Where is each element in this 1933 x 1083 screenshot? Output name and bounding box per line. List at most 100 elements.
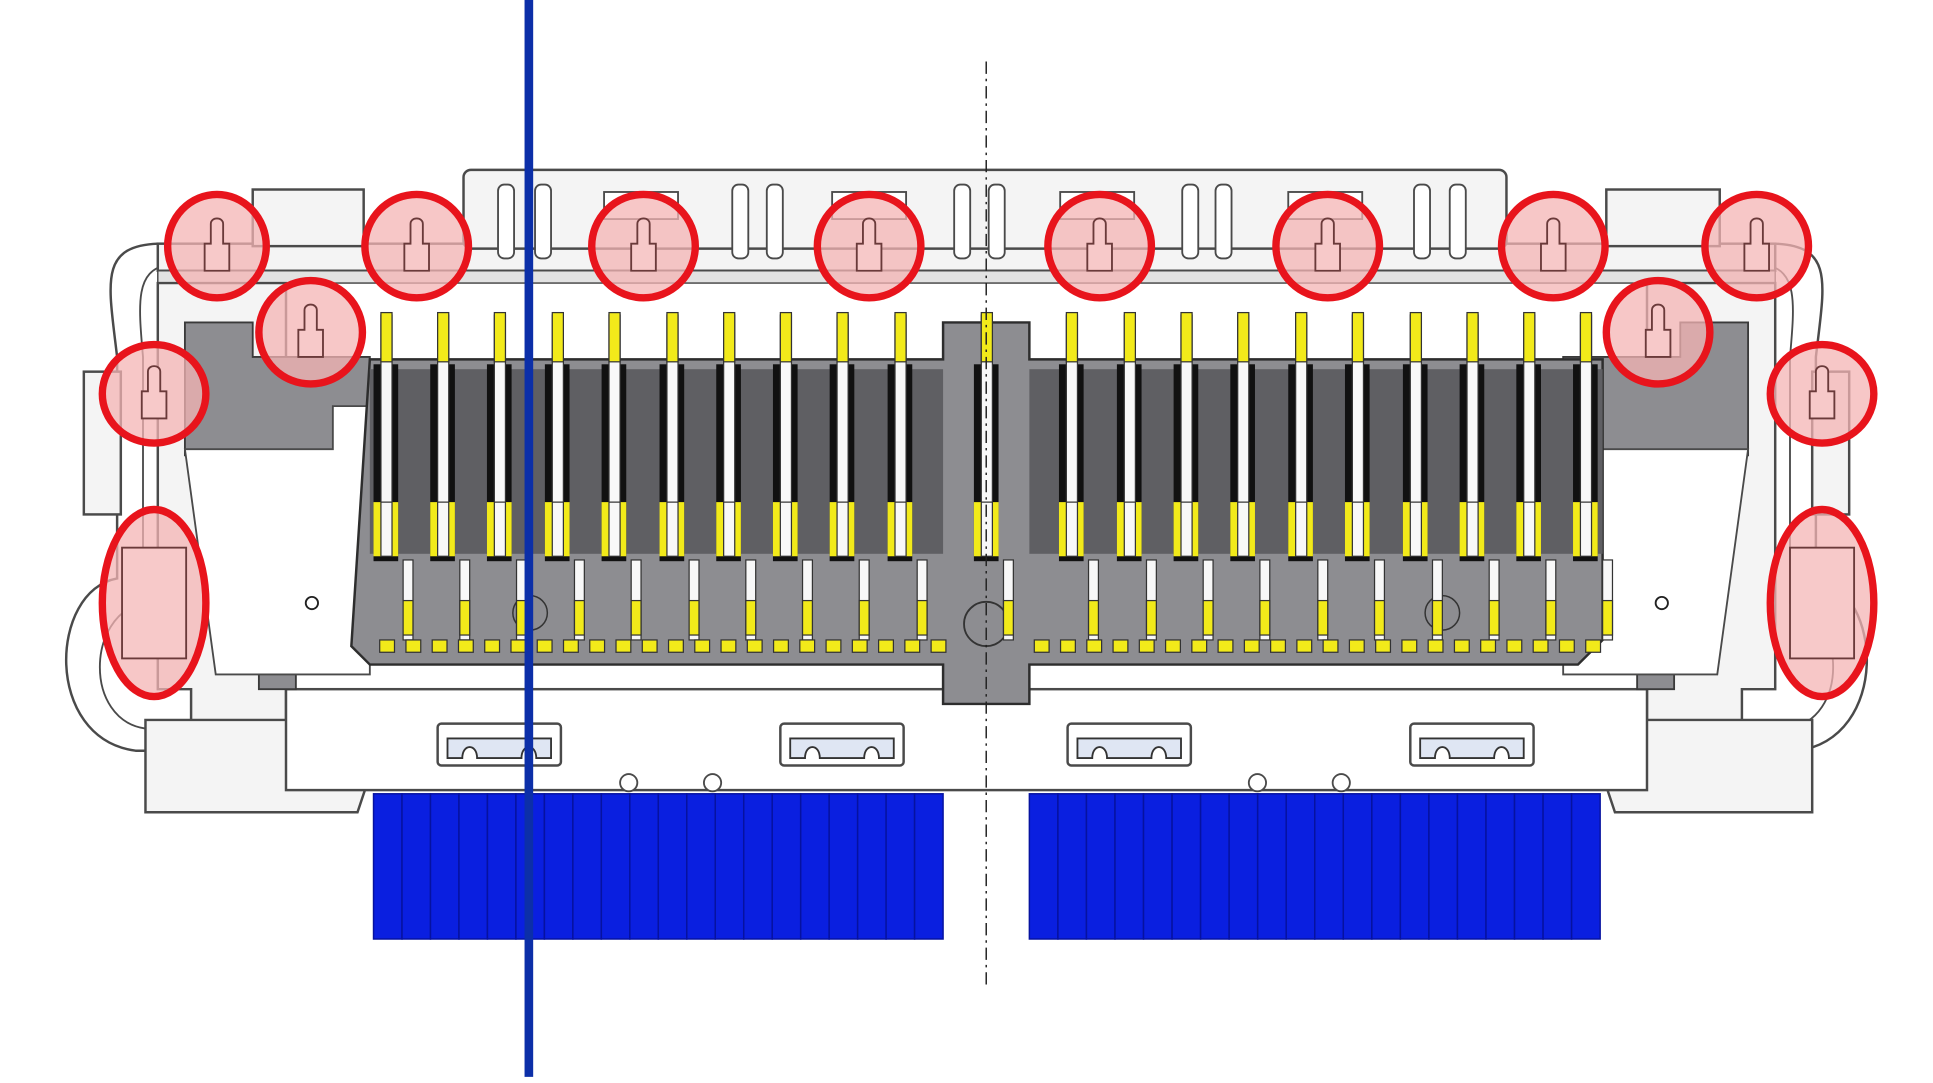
pin-tail-yellow [630,599,642,636]
comb-finger [1413,183,1431,260]
pin-band-core [380,501,393,557]
ringed-tab [140,365,168,420]
red-ring-highlight [1701,190,1813,302]
bottom-pad [1059,639,1076,653]
pin-tail [573,559,585,641]
ringed-tab [1743,217,1770,272]
pin-band-core [493,501,507,557]
pin-top-tip [1409,311,1423,363]
bottom-pad [562,639,579,653]
comb-finger [497,183,515,260]
blue-contact-blade [543,793,574,940]
bottom-pad [1217,639,1234,653]
bottom-pad [851,639,868,653]
ringed-tab [855,217,883,272]
blue-contact-blade [1285,793,1316,940]
latch-clip [446,737,552,760]
blue-contact-blade [1199,793,1230,940]
blue-contact-blade [771,793,802,940]
bottom-pad [720,639,737,653]
left-plate-hole [304,595,319,611]
red-ring-highlight [1497,190,1609,302]
pin-tail [688,559,700,641]
blue-contact-blade [1171,793,1202,940]
pin-top-tip [1523,311,1536,363]
bottom-pad [615,639,632,653]
ringed-latch-block [1789,546,1856,660]
blue-contact-blade [1314,793,1345,940]
bottom-pad [1532,639,1549,653]
red-ring-highlight [1044,190,1156,302]
blue-contact-blade [1228,793,1259,940]
bottom-pad [457,639,474,653]
bottom-pad [484,639,501,653]
blue-contact-blade [742,793,773,940]
latch-clip [1419,737,1525,760]
ringed-tab [403,217,430,272]
blue-contact-blade [799,793,830,940]
ringed-tab [1314,217,1341,272]
pin-top-tip [1295,311,1308,363]
blue-contact-blade [686,793,716,940]
blue-contact-blade [714,793,745,940]
pin-top-tip [608,311,621,363]
ringed-tab [630,217,657,272]
pin-top-tip [551,311,564,363]
blue-contact-blade [572,793,603,940]
pin-band-core [1065,501,1079,557]
scaled-drawing [65,0,1878,1077]
comb-finger [765,183,784,260]
blade-bump [1247,773,1267,793]
blue-contact-blade [1399,793,1430,940]
pin-tail-yellow [1488,599,1500,636]
pin-tail-yellow [1002,599,1014,636]
red-ring-highlight [1272,190,1384,302]
blue-contact-blade [372,793,403,940]
comb-finger [1214,183,1233,260]
pin-tail-yellow [1087,599,1100,636]
blue-contact-blade [1057,793,1088,940]
pin-band-core [666,501,679,557]
bottom-pad [1112,639,1129,653]
blue-contact-blade [1371,793,1402,940]
pin-top-tip [493,311,507,363]
pin-band-core [1523,501,1536,557]
bottom-pad [667,639,684,653]
blue-contact-blade [629,793,660,940]
bottom-pad [510,639,527,653]
pin-tail [630,559,642,641]
blade-bump [702,773,723,793]
latch-clip [1076,737,1182,760]
blue-contact-blade [1485,793,1516,940]
red-ring-highlight [98,505,210,701]
bottom-pad [877,639,895,653]
red-ring-highlight [255,276,367,388]
bottom-pad [379,639,396,653]
bottom-pad [746,639,763,653]
bottom-pad [1427,639,1444,653]
red-ring-highlight [1602,276,1714,388]
bottom-pad [694,639,711,653]
pin-band-core [437,501,450,557]
contact-pins [373,311,1614,641]
bottom-pad [904,639,921,653]
red-ring-highlight [1766,340,1878,447]
blue-contact-blade [913,793,944,940]
bottom-pad [1164,639,1182,653]
pin-tail-yellow [688,599,700,636]
bottom-pad [536,639,553,653]
pin-tail-yellow [1145,599,1157,636]
pin-tail-yellow [858,599,870,636]
blue-contact-blade [1570,793,1601,940]
bottom-pads [379,639,1602,653]
comb-finger [534,183,552,260]
pin-top-tip [1237,311,1250,363]
blue-contact-blade [1142,793,1173,940]
pin-band-core [608,501,621,557]
blue-contact-blade [1028,793,1059,940]
blue-contact-blades [372,773,1601,940]
pin-tail-yellow [1202,599,1214,636]
blue-contact-blade [885,793,916,940]
bottom-pad [1453,639,1470,653]
pin-top-tip [723,311,736,363]
